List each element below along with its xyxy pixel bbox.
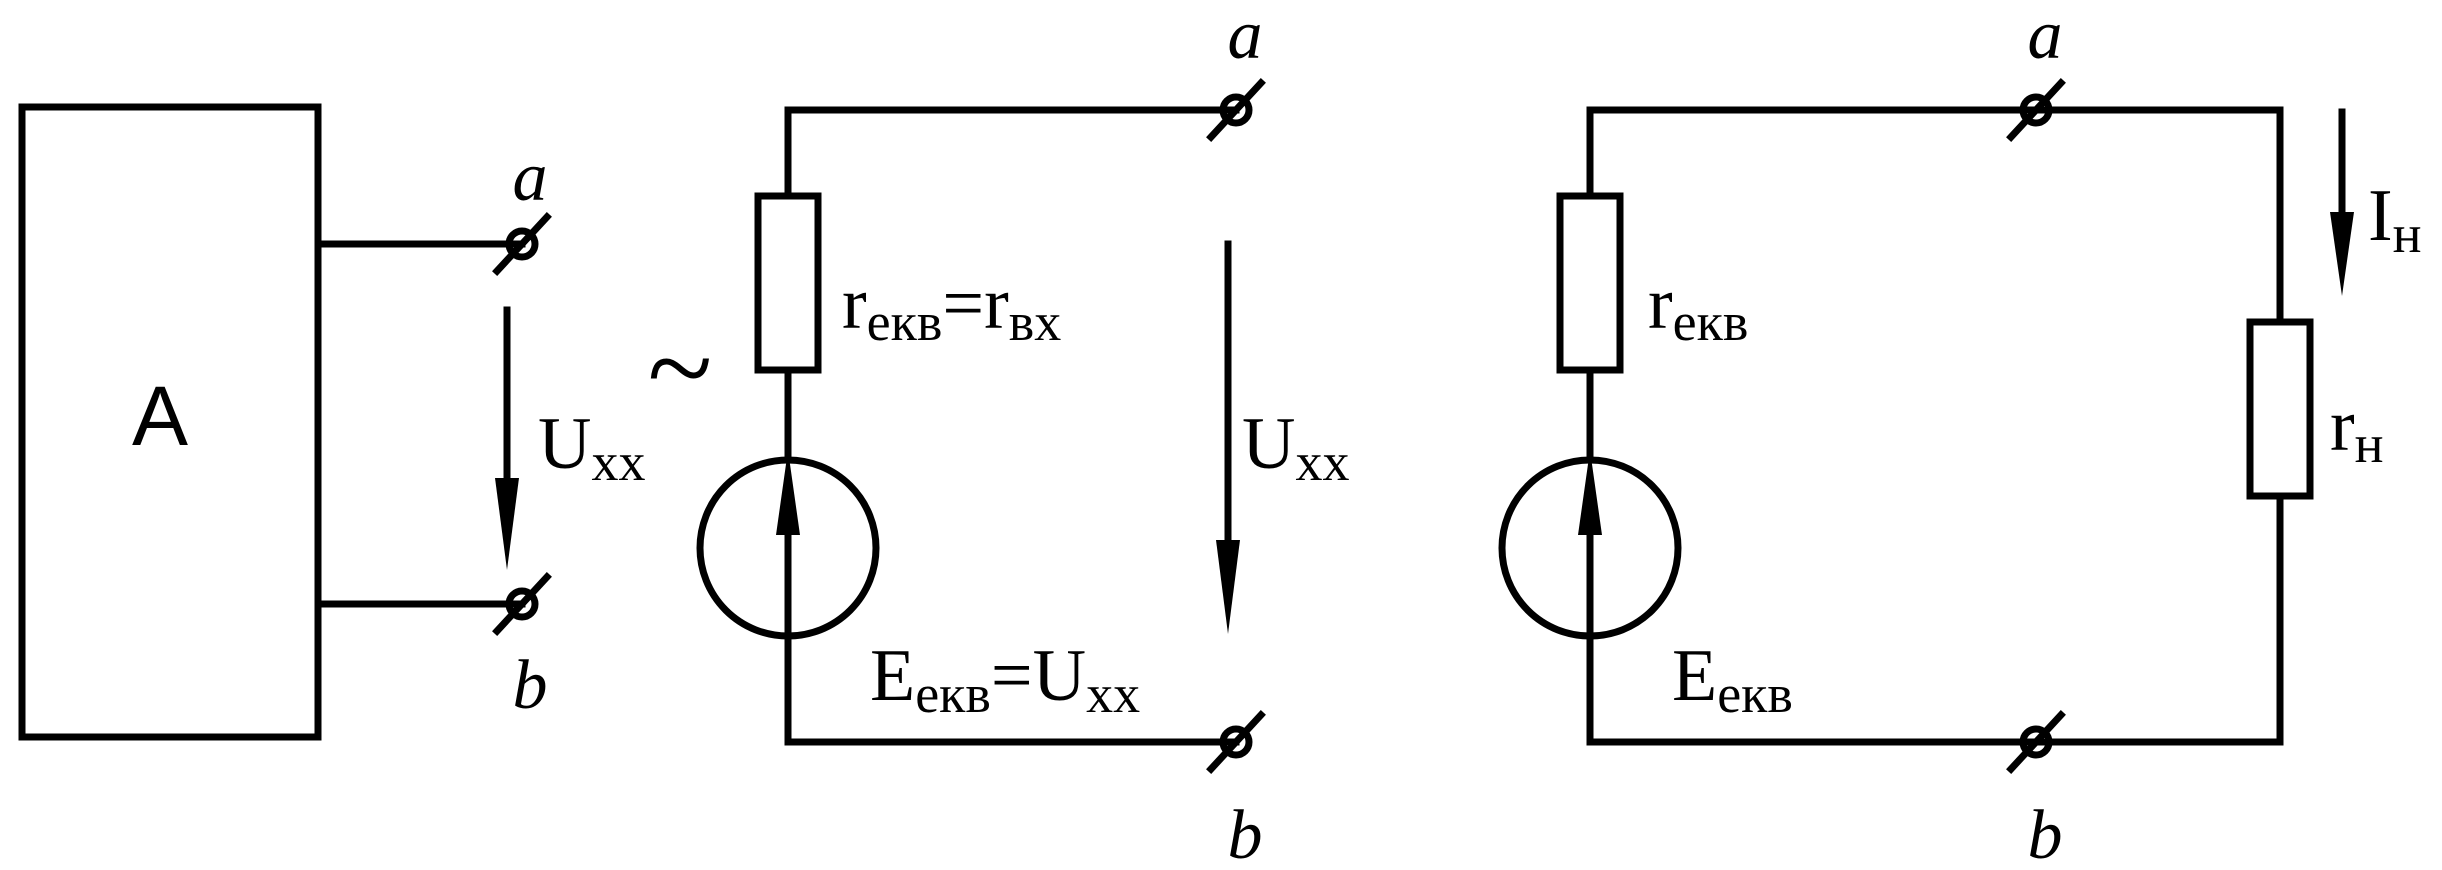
load-current-arrow xyxy=(2330,108,2354,296)
uxx-arrow-2 xyxy=(1216,240,1240,634)
uxx-label-2: Uхх xyxy=(1242,403,1349,492)
block-a-label: A xyxy=(132,369,188,463)
terminal-a2 xyxy=(1206,78,1266,142)
terminal-a2-label: a xyxy=(1228,0,1263,74)
terminal-b1-label: b xyxy=(513,647,548,724)
uxx-arrow-1 xyxy=(495,306,519,570)
block-a xyxy=(18,103,322,741)
e-ekv-label-2: Eекв=Uхх xyxy=(870,635,1140,724)
terminal-a1-label: a xyxy=(513,139,548,216)
terminal-a1 xyxy=(492,212,552,276)
resistor-r-ekv-2 xyxy=(754,192,822,374)
terminal-b1 xyxy=(492,572,552,636)
e-ekv-label-3: Eекв xyxy=(1672,635,1793,724)
terminal-b3-label: b xyxy=(2028,797,2063,870)
terminal-b2 xyxy=(1206,710,1266,774)
r-load-label: rн xyxy=(2330,385,2384,474)
resistor-r-ekv-3 xyxy=(1556,192,1624,374)
terminal-b3 xyxy=(2006,710,2066,774)
resistor-r-load xyxy=(2246,318,2314,500)
source-arrow-3 xyxy=(1578,450,1602,634)
source-arrow-2 xyxy=(776,450,800,634)
r-ekv-label-2: rекв=rвх xyxy=(842,263,1061,352)
uxx-label-1: Uхх xyxy=(538,403,645,492)
terminal-a3-label: a xyxy=(2028,0,2063,74)
terminal-b2-label: b xyxy=(1228,797,1263,870)
load-current-label: Iн xyxy=(2368,175,2422,264)
r-ekv-label-3: rекв xyxy=(1648,263,1748,352)
terminal-a3 xyxy=(2006,78,2066,142)
equivalence-symbol: ~ xyxy=(648,301,713,434)
